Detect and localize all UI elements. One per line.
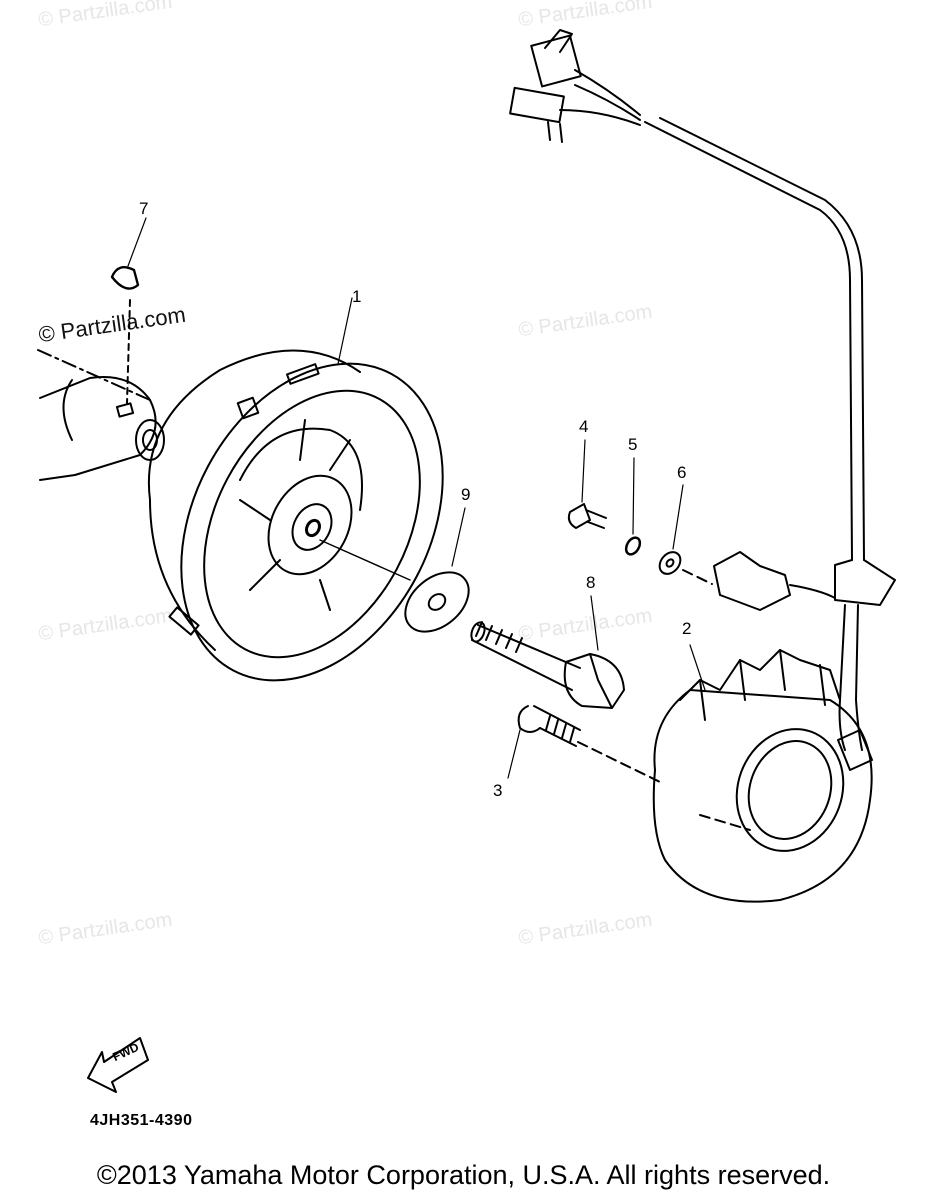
- callout-9: 9: [461, 485, 471, 504]
- lock-washer: [624, 457, 642, 556]
- rotor-flywheel: [147, 297, 444, 682]
- crankshaft-end: [37, 299, 165, 481]
- small-screw: [567, 439, 607, 529]
- callout-4: 4: [579, 417, 589, 436]
- callout-5: 5: [628, 435, 638, 454]
- stator-coil: [652, 644, 873, 903]
- callout-8: 8: [586, 573, 596, 592]
- callout-7: 7: [139, 199, 149, 218]
- callout-2: 2: [682, 619, 692, 638]
- rotor-bolt: [470, 595, 625, 709]
- diagram-code: 4JH351-4390: [90, 1112, 193, 1129]
- callout-6: 6: [677, 463, 687, 482]
- washer: [404, 507, 470, 633]
- wire-harness: [509, 29, 896, 771]
- copyright-notice: ©2013 Yamaha Motor Corporation, U.S.A. A…: [96, 1160, 831, 1190]
- stator-screw: [507, 705, 661, 783]
- callout-3: 3: [493, 781, 503, 800]
- forward-arrow-icon: [87, 1037, 149, 1093]
- woodruff-key: [110, 217, 147, 290]
- callout-1: 1: [352, 287, 362, 306]
- plain-washer: [658, 484, 713, 585]
